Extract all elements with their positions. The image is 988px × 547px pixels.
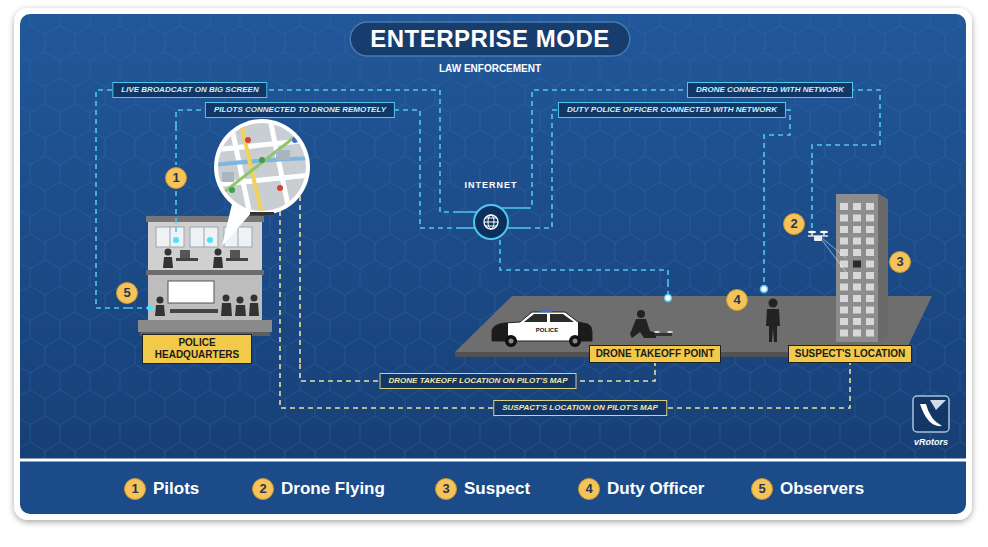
window xyxy=(853,307,861,314)
window xyxy=(866,215,874,222)
window xyxy=(840,295,848,302)
window xyxy=(853,203,861,210)
suspect-building xyxy=(836,194,888,342)
window xyxy=(866,226,874,233)
kneeling-officer xyxy=(630,310,673,338)
window xyxy=(840,318,848,325)
window xyxy=(866,330,874,337)
network-link xyxy=(526,90,880,208)
window xyxy=(840,330,848,337)
flying-drone xyxy=(808,231,846,272)
callout-number: 3 xyxy=(435,478,457,500)
window xyxy=(866,261,874,268)
background xyxy=(20,14,966,460)
location-plate: POLICE HEADQUARTERS xyxy=(142,334,252,364)
link-label: DRONE CONNECTED WITH NETWORK xyxy=(687,82,853,98)
callout-number: 1 xyxy=(165,167,187,189)
headquarters: POLICE HEADQUARTERS xyxy=(128,126,318,364)
headquarters-building xyxy=(138,216,272,336)
callout-number: 1 xyxy=(124,478,146,500)
callout-number: 4 xyxy=(726,289,748,311)
location-plate: SUSPECT'S LOCATION xyxy=(788,345,913,363)
window xyxy=(840,272,848,279)
window xyxy=(853,272,861,279)
location-plate: DRONE TAKEOFF POINT xyxy=(589,345,722,363)
brand-logo xyxy=(913,396,949,432)
network-link xyxy=(500,240,668,282)
hex-pattern xyxy=(20,14,966,460)
window xyxy=(866,295,874,302)
internet-hub: INTERNET xyxy=(456,180,526,240)
callout-number: 3 xyxy=(889,251,911,273)
title-pill xyxy=(350,22,630,56)
window xyxy=(853,226,861,233)
window xyxy=(866,307,874,314)
window xyxy=(853,249,861,256)
window xyxy=(866,318,874,325)
window xyxy=(853,238,861,245)
window xyxy=(853,318,861,325)
watermark: vRotors xyxy=(914,437,948,447)
map-bubble xyxy=(214,119,310,246)
key-text: Pilots xyxy=(153,479,199,499)
window xyxy=(840,261,848,268)
link-label: DUTY POLICE OFFICER CONNECTED WITH NETWO… xyxy=(558,102,786,118)
network-link xyxy=(526,110,790,228)
window xyxy=(853,284,861,291)
police-car xyxy=(492,309,592,347)
network-link xyxy=(176,110,456,228)
callout-number: 4 xyxy=(578,478,600,500)
window xyxy=(866,203,874,210)
window xyxy=(853,330,861,337)
window xyxy=(840,203,848,210)
window xyxy=(853,261,861,268)
takeoff-point: DRONE TAKEOFF POINT xyxy=(480,282,730,363)
subtitle: LAW ENFORCEMENT xyxy=(439,63,541,74)
network-pin xyxy=(761,286,768,293)
link-label: LIVE BROADCAST ON BIG SCREEN xyxy=(112,82,267,98)
band-edge xyxy=(20,459,966,462)
network-pin xyxy=(665,295,672,302)
link-label: DRONE TAKEOFF LOCATION ON PILOT'S MAP xyxy=(380,373,577,389)
window xyxy=(840,249,848,256)
window xyxy=(866,272,874,279)
panel-frame xyxy=(14,8,972,520)
callout-number: 2 xyxy=(252,478,274,500)
node-label: INTERNET xyxy=(465,180,518,191)
key-text: Observers xyxy=(780,479,864,499)
duty-officer-figure xyxy=(766,299,780,343)
callout-number: 5 xyxy=(751,478,773,500)
link-label: PILOTS CONNECTED TO DRONE REMOTELY xyxy=(205,102,395,118)
key-text: Drone Flying xyxy=(281,479,385,499)
key-text: Suspect xyxy=(464,479,530,499)
link-label: SUSPACT'S LOCATION ON PILOT'S MAP xyxy=(493,400,667,416)
network-link xyxy=(96,90,456,308)
key-text: Duty Officer xyxy=(607,479,704,499)
window xyxy=(866,284,874,291)
window xyxy=(853,295,861,302)
window xyxy=(840,307,848,314)
car-marking: POLICE xyxy=(536,327,558,333)
window xyxy=(866,249,874,256)
callout-number: 2 xyxy=(783,213,805,235)
title: ENTERPRISE MODE xyxy=(370,25,610,53)
window xyxy=(853,215,861,222)
window xyxy=(866,238,874,245)
callout-number: 5 xyxy=(116,282,138,304)
window xyxy=(840,284,848,291)
legend-band xyxy=(20,460,966,514)
window xyxy=(840,226,848,233)
window xyxy=(840,215,848,222)
window xyxy=(840,238,848,245)
